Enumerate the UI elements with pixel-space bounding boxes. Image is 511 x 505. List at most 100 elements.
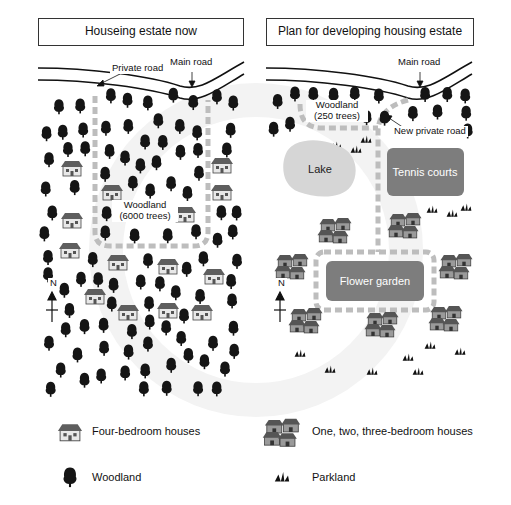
house-window (216, 193, 219, 196)
tree-symbol (179, 308, 189, 323)
house-cluster (318, 218, 352, 243)
house-window (179, 215, 182, 218)
house-cluster (388, 213, 422, 238)
tree-crown (58, 125, 68, 138)
house-door (394, 233, 397, 237)
panel-title: Plan for developing housing estate (266, 18, 474, 46)
tree-crown (76, 272, 86, 285)
house-roof (388, 225, 405, 230)
house-window (115, 193, 118, 196)
tree-symbol (61, 322, 71, 337)
house-symbol (157, 303, 179, 318)
house-wall (280, 438, 295, 446)
lake-area: Lake (281, 138, 359, 200)
tree-crown (136, 274, 146, 287)
tree-symbol (460, 88, 470, 103)
house-roof (382, 312, 399, 317)
tree-symbol (374, 88, 384, 103)
tree-symbol (199, 354, 209, 369)
tree-crown (143, 337, 153, 350)
tree-crown (41, 181, 51, 194)
tree-symbol (99, 341, 109, 356)
house-door (71, 171, 74, 176)
tree-crown (420, 87, 430, 100)
tree-crown (175, 145, 185, 158)
house-symbol (211, 185, 233, 200)
tree-symbol (123, 119, 133, 134)
tree-crown (285, 117, 295, 130)
house-wall (391, 218, 405, 226)
tree-symbol (107, 297, 117, 312)
house-roof (429, 318, 446, 323)
cluster-house (265, 420, 284, 433)
tree-symbol (140, 134, 150, 149)
house-wall (213, 190, 231, 200)
tree-crown (199, 354, 209, 367)
tree-crown (374, 88, 384, 101)
map-label: Private road (110, 63, 165, 74)
tree-crown (145, 315, 155, 328)
tree-crown (193, 381, 203, 394)
house-window (188, 215, 191, 218)
tree-symbol (47, 205, 57, 220)
parkland-tuft (403, 354, 414, 361)
house-window (66, 221, 69, 224)
tree-crown (93, 272, 103, 285)
house-symbol (59, 243, 81, 258)
house-wall (292, 313, 306, 321)
house-wall (290, 324, 304, 332)
house-roof (318, 230, 335, 235)
house-roof (191, 305, 213, 311)
tree-symbol (144, 296, 154, 311)
house-door (309, 329, 312, 333)
parkland-tuft (447, 210, 458, 217)
house-roof (446, 306, 463, 311)
house-wall (442, 259, 456, 267)
node-text: Houseing estate now (85, 25, 197, 39)
tree-crown (145, 184, 155, 197)
house-door (127, 315, 130, 320)
map-label: N (276, 278, 287, 289)
tree-crown (63, 142, 73, 155)
tree-crown (191, 224, 201, 237)
legend-text: Parkland (312, 471, 355, 483)
tree-symbol (212, 89, 222, 104)
tree-crown (162, 381, 172, 394)
house-window (225, 166, 228, 169)
tree-crown (433, 105, 443, 118)
tree-symbol (228, 321, 238, 336)
tree-symbol (56, 363, 66, 378)
tree-crown (212, 381, 222, 394)
house-door (221, 168, 224, 173)
tree-symbol (158, 135, 168, 150)
house-roof (275, 266, 292, 271)
tree-crown (176, 331, 186, 344)
house-window (225, 193, 228, 196)
house-wall (119, 310, 137, 320)
house-wall (403, 230, 417, 238)
tree-crown (127, 324, 137, 337)
tree-crown (166, 358, 176, 371)
tree-symbol (193, 381, 203, 396)
tree-crown (166, 176, 176, 189)
private-road (95, 96, 208, 246)
parkland-tuft (413, 368, 424, 375)
house-door (270, 440, 274, 445)
cluster-house (382, 312, 399, 324)
tree-crown (140, 363, 150, 376)
tree-crown (198, 251, 208, 264)
tree-crown (101, 121, 111, 134)
tree-symbol (194, 166, 204, 181)
tree-crown (175, 119, 185, 132)
tree-symbol (59, 283, 69, 298)
house-door (286, 442, 290, 447)
tree-symbol (143, 337, 153, 352)
tree-symbol (76, 272, 86, 287)
tree-symbol (46, 382, 56, 397)
house-roof (390, 214, 407, 219)
tree-symbol (162, 381, 172, 396)
roads (38, 62, 472, 310)
house-wall (440, 270, 454, 278)
tree-symbol (183, 348, 193, 363)
tree-symbol (273, 94, 283, 109)
